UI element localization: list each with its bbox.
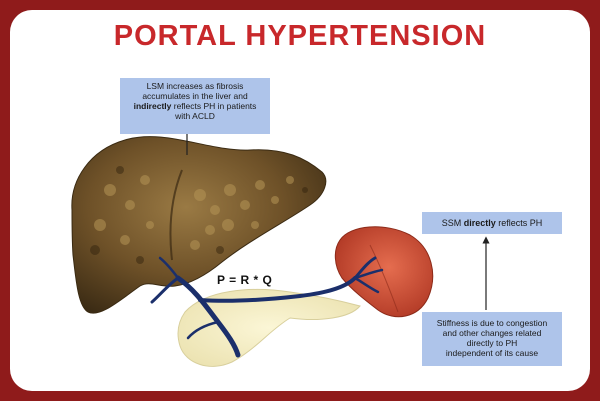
ssm-emphasis: directly	[463, 218, 496, 228]
content-panel: PORTAL HYPERTENSION	[10, 10, 590, 391]
lsm-emphasis: indirectly	[133, 101, 172, 111]
ssm-prefix: SSM	[441, 218, 464, 228]
lsm-line-3: indirectly reflects PH in patients	[124, 101, 266, 111]
stiffness-callout: Stiffness is due to congestion and other…	[422, 312, 562, 366]
ssm-suffix: reflects PH	[495, 218, 543, 228]
pressure-formula: P = R * Q	[217, 273, 273, 287]
lsm-line-3-rest: reflects PH in patients	[171, 101, 257, 111]
stiffness-line-2: and other changes related	[442, 328, 542, 338]
stiffness-line-1: Stiffness is due to congestion	[436, 318, 548, 328]
portal-vein	[150, 256, 384, 358]
lsm-callout: LSM increases as fibrosis accumulates in…	[120, 78, 270, 134]
lsm-line-1: LSM increases as fibrosis	[146, 81, 244, 91]
ssm-callout: SSM directly reflects PH	[422, 212, 562, 234]
page-title: PORTAL HYPERTENSION	[113, 20, 487, 52]
stiffness-line-4: independent of its cause	[445, 348, 539, 358]
stiffness-line-3: directly to PH	[466, 338, 518, 348]
pancreas-shape	[177, 288, 361, 367]
anatomy-illustration	[71, 126, 490, 367]
lsm-line-2: accumulates in the liver and	[142, 91, 248, 101]
lsm-line-4: with ACLD	[175, 111, 215, 121]
liver-shape	[71, 136, 327, 314]
spleen-shape	[334, 226, 434, 318]
liver-nodules	[94, 175, 294, 250]
